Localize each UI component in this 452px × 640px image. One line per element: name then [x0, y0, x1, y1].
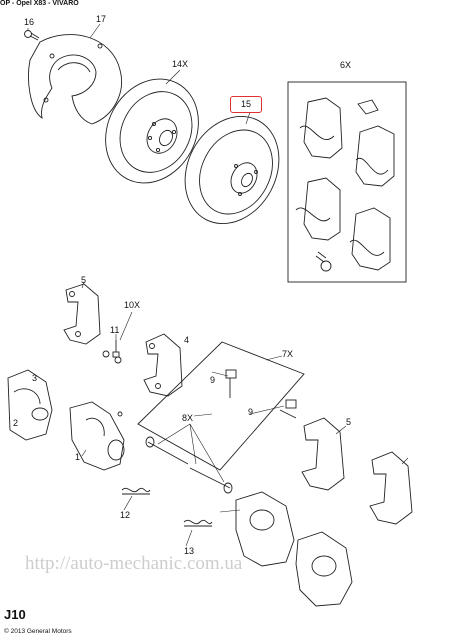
caliper-carrier-5-right[interactable]: [301, 417, 413, 525]
pad-kit-box-6x: [287, 81, 407, 283]
bolt-16[interactable]: [24, 30, 40, 41]
cap-11[interactable]: [102, 350, 122, 364]
callout-3: 3: [32, 373, 38, 383]
copyright: © 2013 General Motors: [4, 628, 72, 635]
watermark: http://auto-mechanic.com.ua: [25, 553, 243, 574]
callout-14x: 14X: [172, 59, 189, 69]
callout-15-highlighted[interactable]: 15: [230, 96, 262, 113]
guide-pins-8x[interactable]: [145, 436, 233, 494]
spring-12[interactable]: [121, 487, 151, 495]
spring-13[interactable]: [183, 519, 213, 527]
brake-caliper-1[interactable]: [69, 401, 125, 471]
backing-plate-17[interactable]: [28, 34, 122, 125]
callout-6x: 6X: [340, 60, 352, 70]
page-code: J10: [4, 607, 26, 622]
brake-disc-15[interactable]: [167, 100, 297, 240]
callout-5-left: 5: [81, 275, 87, 285]
carrier-4[interactable]: [143, 333, 183, 397]
brake-disc-14x[interactable]: [88, 63, 216, 200]
callout-11: 11: [110, 325, 120, 335]
callout-13: 13: [184, 546, 195, 556]
leader-lines: [27, 23, 409, 547]
callout-5-right: 5: [346, 417, 352, 427]
callout-7x: 7X: [282, 349, 294, 359]
bleed-screw-10x[interactable]: [112, 340, 120, 358]
caliper-assembly-2[interactable]: [235, 491, 353, 607]
callout-1: 1: [75, 452, 81, 462]
guide-kit-box-7x: [137, 341, 305, 471]
callout-9-upper: 9: [210, 375, 216, 385]
callout-10x: 10X: [124, 300, 141, 310]
callout-17: 17: [96, 14, 107, 24]
callout-16: 16: [24, 17, 35, 27]
callout-12: 12: [120, 510, 131, 520]
callout-8x: 8X: [182, 413, 194, 423]
caliper-housing-3[interactable]: [7, 369, 53, 441]
callout-9-lower: 9: [248, 407, 254, 417]
brake-pads-6x[interactable]: [295, 97, 395, 272]
callout-2-left: 2: [13, 418, 19, 428]
caliper-carrier-5[interactable]: [63, 283, 101, 345]
callout-4: 4: [184, 335, 190, 345]
guide-bolts-9[interactable]: [225, 369, 297, 419]
diagram-header: OP - Opel X83 - VIVARO: [0, 0, 79, 7]
